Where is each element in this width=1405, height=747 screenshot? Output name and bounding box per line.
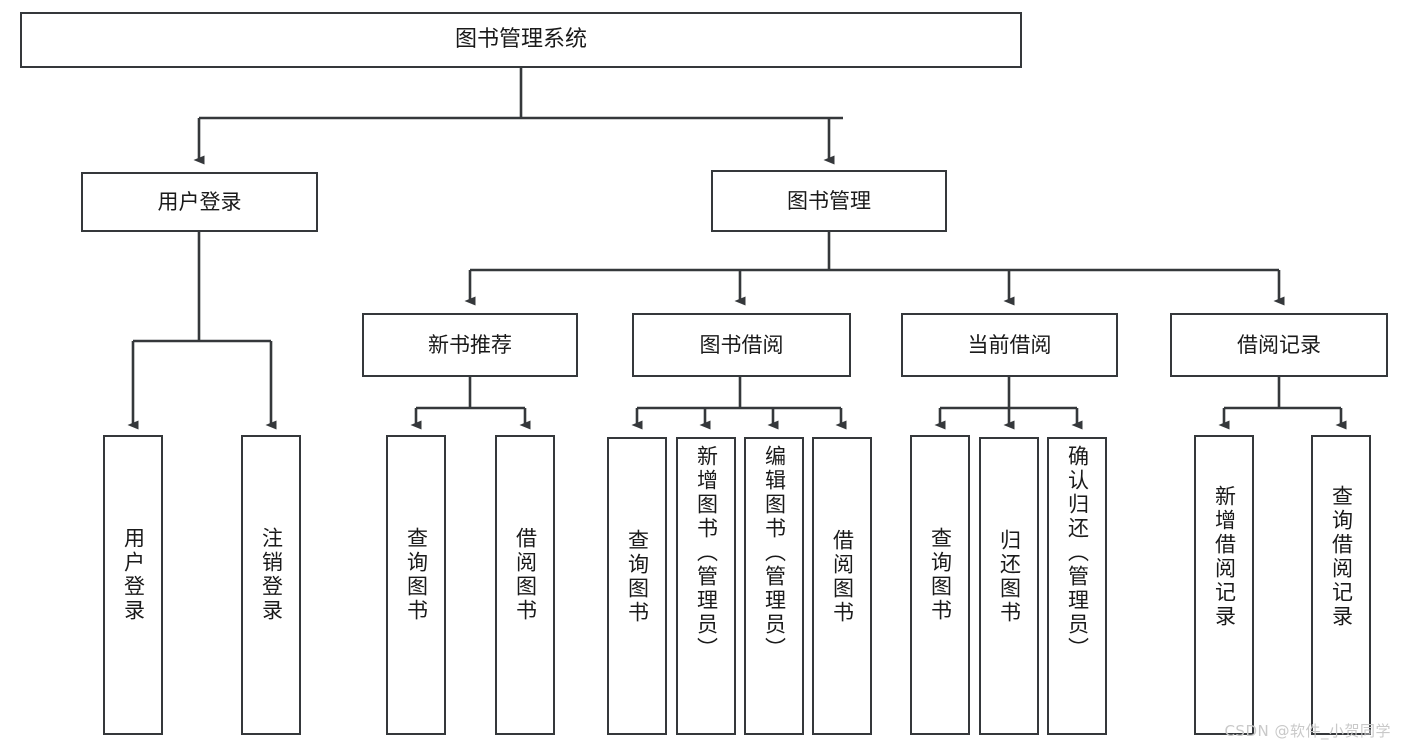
leaf-query-record-label: 查询借阅记录	[1329, 485, 1354, 629]
node-current-borrow-label: 当前借阅	[967, 332, 1052, 357]
leaf-edit-book[interactable]: 编辑图书（管理员）	[744, 437, 804, 735]
node-borrow-record-label: 借阅记录	[1237, 332, 1321, 357]
node-root-label: 图书管理系统	[454, 27, 587, 53]
leaf-confirm-return[interactable]: 确认归还（管理员）	[1047, 437, 1107, 735]
leaf-user-login-label: 用户登录	[121, 527, 146, 623]
node-user-login[interactable]: 用户登录	[81, 172, 318, 232]
node-new-book-recommend[interactable]: 新书推荐	[362, 313, 578, 377]
node-book-borrow[interactable]: 图书借阅	[632, 313, 851, 377]
leaf-add-book-label: 新增图书（管理员）	[694, 445, 719, 661]
leaf-add-record-label: 新增借阅记录	[1212, 485, 1237, 629]
leaf-borrow-book-2[interactable]: 借阅图书	[812, 437, 872, 735]
node-borrow-record[interactable]: 借阅记录	[1170, 313, 1388, 377]
leaf-add-record[interactable]: 新增借阅记录	[1194, 435, 1254, 735]
watermark-text: CSDN @软件_小贺同学	[1224, 722, 1391, 740]
leaf-logout[interactable]: 注销登录	[241, 435, 301, 735]
leaf-query-record[interactable]: 查询借阅记录	[1311, 435, 1371, 735]
leaf-borrow-book-1[interactable]: 借阅图书	[495, 435, 555, 735]
leaf-query-book-2-label: 查询图书	[625, 529, 650, 625]
leaf-return-book[interactable]: 归还图书	[979, 437, 1039, 735]
leaf-query-book-3[interactable]: 查询图书	[910, 435, 970, 735]
leaf-borrow-book-1-label: 借阅图书	[513, 527, 538, 623]
leaf-edit-book-label: 编辑图书（管理员）	[762, 445, 787, 661]
node-book-manage[interactable]: 图书管理	[711, 170, 947, 232]
node-book-borrow-label: 图书借阅	[699, 332, 784, 357]
leaf-return-book-label: 归还图书	[997, 529, 1022, 625]
node-user-login-label: 用户登录	[157, 189, 242, 214]
leaf-query-book-3-label: 查询图书	[928, 527, 953, 623]
leaf-confirm-return-label: 确认归还（管理员）	[1065, 445, 1090, 661]
leaf-borrow-book-2-label: 借阅图书	[830, 529, 855, 625]
leaf-user-login[interactable]: 用户登录	[103, 435, 163, 735]
node-book-manage-label: 图书管理	[787, 188, 871, 213]
leaf-logout-label: 注销登录	[259, 527, 284, 623]
node-current-borrow[interactable]: 当前借阅	[901, 313, 1118, 377]
leaf-query-book-2[interactable]: 查询图书	[607, 437, 667, 735]
leaf-query-book-1-label: 查询图书	[404, 527, 429, 623]
leaf-query-book-1[interactable]: 查询图书	[386, 435, 446, 735]
node-new-book-recommend-label: 新书推荐	[428, 332, 512, 357]
leaf-add-book[interactable]: 新增图书（管理员）	[676, 437, 736, 735]
node-root[interactable]: 图书管理系统	[20, 12, 1022, 68]
